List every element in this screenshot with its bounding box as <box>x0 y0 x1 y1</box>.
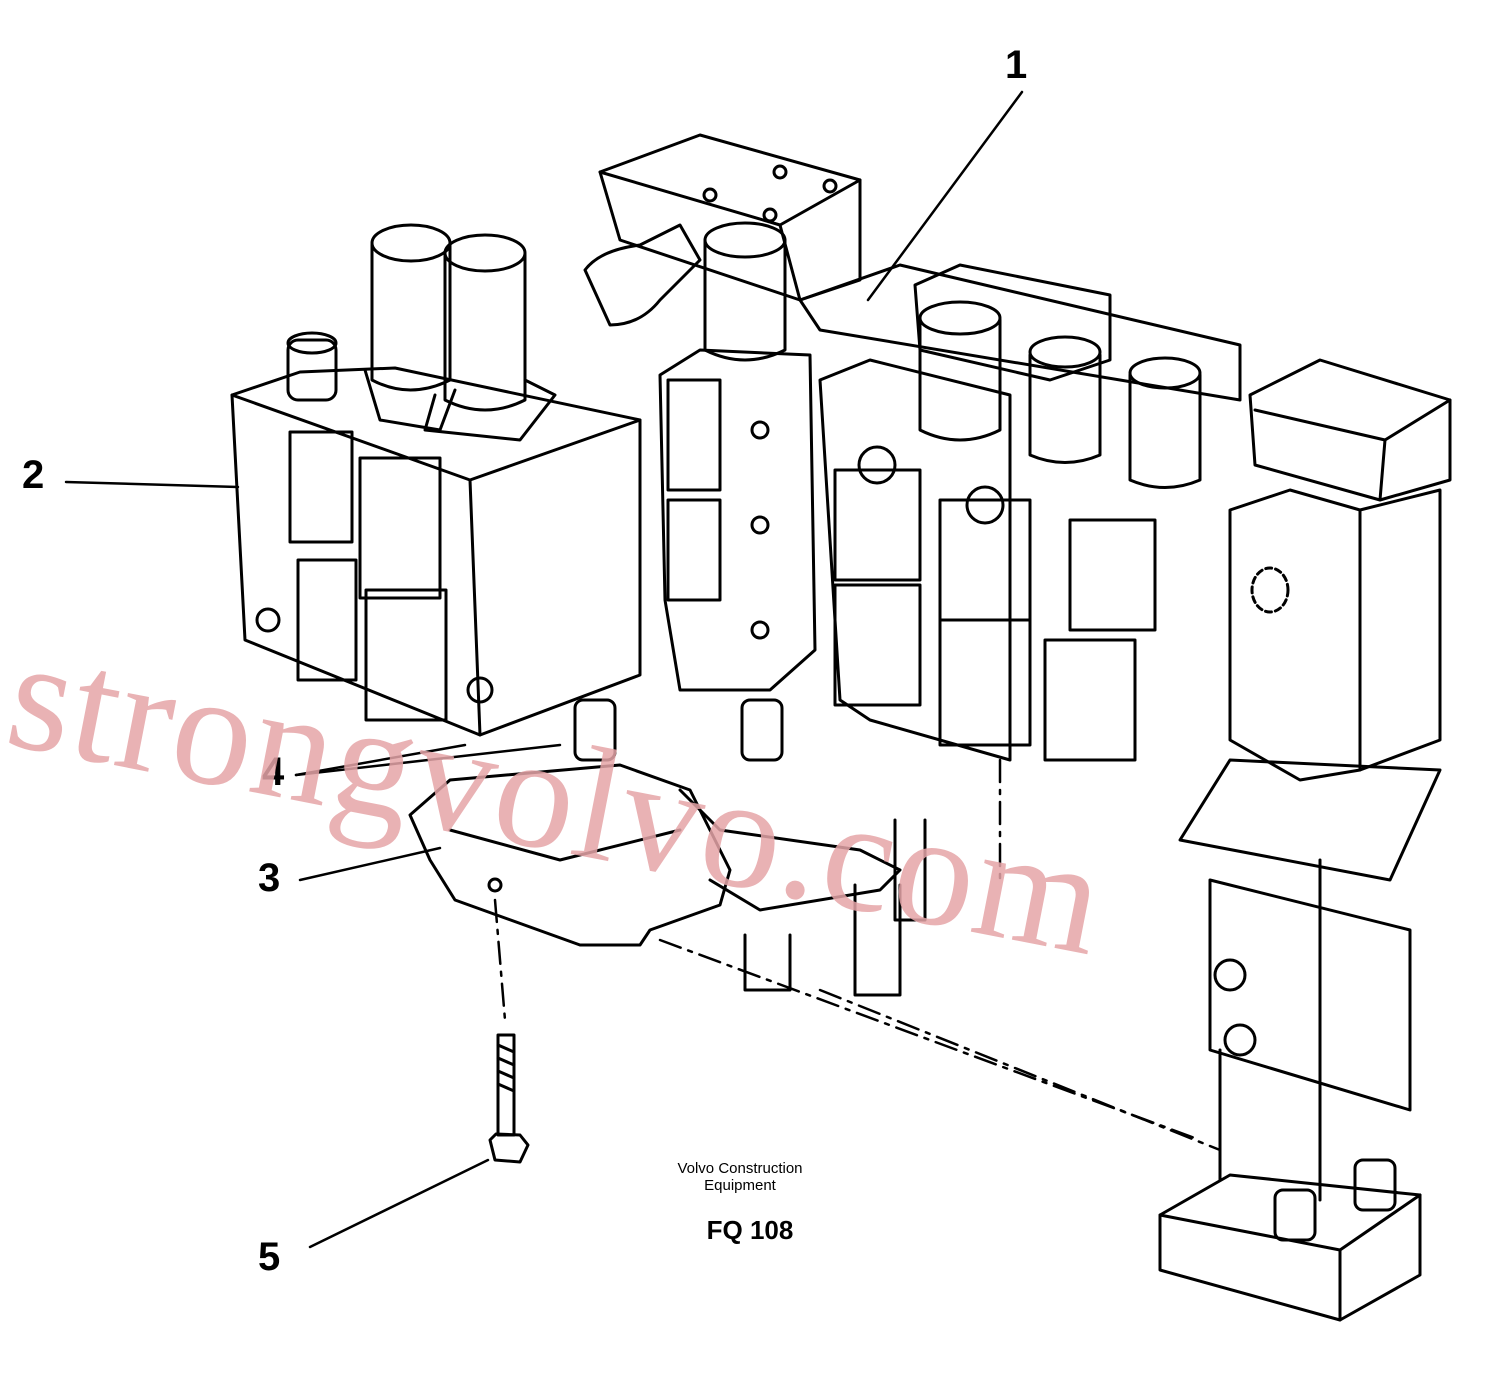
dashed-alignment-lines <box>493 758 1222 1152</box>
publisher-line-1: Volvo Construction <box>677 1160 803 1177</box>
right-support-bracket <box>1158 758 1442 1322</box>
callout-5: 5 <box>258 1235 281 1279</box>
mounting-bracket <box>408 698 927 997</box>
bolt <box>488 1033 530 1164</box>
main-valve-manifold <box>658 221 1452 782</box>
figure-code: FQ 108 <box>706 1215 794 1245</box>
leader-lines <box>64 90 1024 1249</box>
rear-connector-box <box>583 133 862 327</box>
callout-3: 3 <box>258 856 281 900</box>
callout-1: 1 <box>1005 43 1028 87</box>
solenoid-valve-block-left <box>230 223 642 737</box>
callout-4: 4 <box>262 750 285 794</box>
publisher-caption: Volvo Construction Equipment <box>640 1160 840 1194</box>
callout-2: 2 <box>22 453 45 497</box>
publisher-line-2: Equipment <box>704 1177 776 1194</box>
